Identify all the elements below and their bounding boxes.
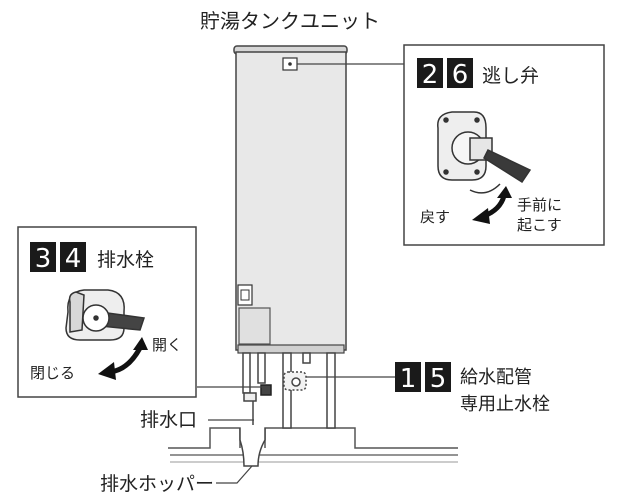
drain-plug-illustration bbox=[65, 289, 145, 341]
remote-panel-icon bbox=[237, 284, 253, 306]
badge-1-label: 1 bbox=[400, 364, 417, 394]
relief-valve-detail: 2 6 逃し弁 戻す 手前に 起こす bbox=[403, 44, 605, 246]
badge-4-label: 4 bbox=[65, 244, 82, 274]
tank-legs-and-pipes bbox=[242, 352, 336, 429]
badge-1 bbox=[395, 362, 421, 392]
badge-5 bbox=[425, 362, 451, 392]
badge-6-label: 6 bbox=[452, 60, 469, 90]
badge-2 bbox=[417, 58, 443, 88]
callout-lines bbox=[197, 63, 404, 484]
drain-hopper-label: 排水ホッパー bbox=[100, 473, 214, 495]
service-panel bbox=[238, 307, 271, 345]
badge-3 bbox=[30, 242, 56, 272]
relief-valve-label: 逃し弁 bbox=[482, 65, 539, 87]
drain-port-label: 排水口 bbox=[140, 409, 197, 431]
relief-pull-label-2: 起こす bbox=[517, 216, 562, 234]
badge-6 bbox=[447, 58, 473, 88]
badge-3-label: 3 bbox=[35, 244, 52, 274]
water-stopcock-callout: 1 5 給水配管 専用止水栓 bbox=[395, 362, 550, 415]
badge-5-label: 5 bbox=[430, 364, 447, 394]
relief-back-label: 戻す bbox=[420, 208, 450, 226]
water-stop-label-2: 専用止水栓 bbox=[460, 394, 550, 415]
drain-close-label: 閉じる bbox=[30, 364, 75, 382]
storage-tank bbox=[233, 45, 348, 354]
drain-hopper-shape bbox=[239, 428, 266, 467]
diagram-title: 貯湯タンクユニット bbox=[200, 9, 380, 33]
badge-4 bbox=[60, 242, 86, 272]
water-stop-label-1: 給水配管 bbox=[460, 367, 532, 388]
drain-plug-label: 排水栓 bbox=[97, 249, 154, 271]
relief-pull-label-1: 手前に bbox=[517, 196, 562, 214]
floor-base bbox=[168, 427, 458, 463]
drain-open-label: 開く bbox=[152, 336, 182, 354]
badge-2-label: 2 bbox=[422, 60, 439, 90]
drain-plug-detail: 3 4 排水栓 閉じる 開く bbox=[17, 226, 197, 398]
relief-valve-illustration bbox=[437, 111, 532, 194]
